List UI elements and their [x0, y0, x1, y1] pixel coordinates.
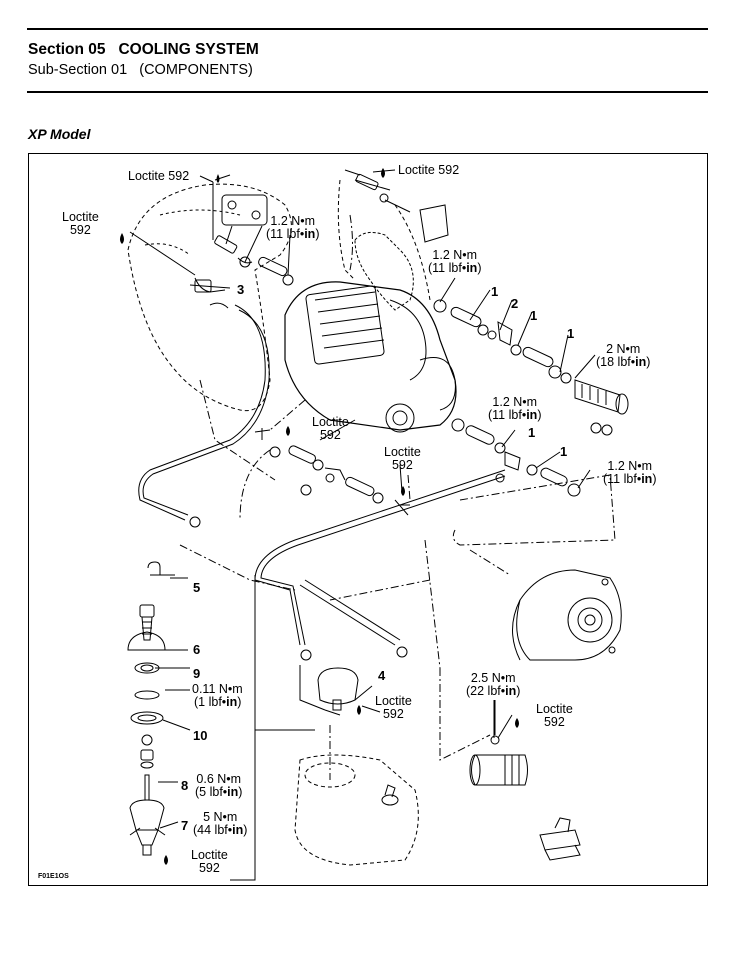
outlet-cylinder — [471, 754, 528, 786]
loctite-drop-icon — [401, 486, 405, 496]
loctite-drop-icon — [286, 426, 290, 436]
torque-label-g: 2.5 N•m(22 lbf•in) — [466, 671, 521, 698]
torque-label-a: 1.2 N•m(11 lbf•in) — [266, 214, 320, 241]
torque-label-d: 1.2 N•m(11 lbf•in) — [488, 395, 542, 422]
loctite-drop-icon — [120, 233, 124, 244]
loctite-drop-icon — [515, 718, 519, 728]
torque-label-i: 5 N•m(44 lbf•in) — [193, 810, 248, 837]
torque-label-h: 0.6 N•m(5 lbf•in) — [195, 772, 243, 799]
loctite-drop-icon — [357, 705, 361, 715]
loctite-top-center-label: Loctite 592 — [398, 163, 460, 177]
callout-3: 3 — [237, 282, 245, 297]
callout-7: 7 — [181, 818, 189, 833]
engine-block — [284, 281, 457, 431]
callout-9: 9 — [193, 666, 201, 681]
callout-10: 10 — [193, 728, 208, 743]
torque-label-c: 2 N•m(18 lbf•in) — [596, 342, 651, 369]
item-6-cap — [127, 631, 166, 651]
callout-1: 1 — [528, 425, 536, 440]
hose-center — [254, 469, 506, 646]
model-heading: XP Model — [28, 126, 91, 142]
callout-8: 8 — [181, 778, 189, 793]
callout-1: 1 — [491, 284, 499, 299]
jet-pump — [516, 569, 622, 661]
item-8-body — [129, 799, 165, 831]
callout-1: 1 — [567, 326, 575, 341]
subsection-title: Sub-Section 01 (COMPONENTS) — [28, 62, 253, 78]
muffler — [294, 754, 419, 866]
loctite-drop-icon — [164, 855, 168, 865]
figure-frame — [28, 153, 708, 886]
figure-code: F01E1OS — [38, 873, 69, 880]
callout-6: 6 — [193, 642, 201, 657]
loctite-drop-icons — [120, 168, 519, 865]
callout-4: 4 — [378, 668, 386, 683]
torque-label-e: 1.2 N•m(11 lbf•in) — [603, 459, 657, 486]
hose-left — [138, 304, 266, 521]
torque-label-f: 0.11 N•m(1 lbf•in) — [192, 682, 243, 709]
callout-5: 5 — [193, 580, 201, 595]
callout-1: 1 — [560, 444, 568, 459]
tuned-pipe-top — [354, 231, 414, 311]
loctite-drop-icon — [381, 168, 385, 178]
loctite-top-left-label: Loctite 592 — [128, 169, 190, 183]
header-bottom-rule — [27, 91, 708, 93]
header-top-rule — [27, 28, 708, 30]
callout-1: 1 — [530, 308, 538, 323]
loctite-drop-icon — [216, 174, 220, 183]
callout-2: 2 — [511, 296, 519, 311]
section-title: Section 05 COOLING SYSTEM — [28, 41, 259, 58]
exhaust-manifold — [127, 183, 292, 412]
torque-label-b: 1.2 N•m(11 lbf•in) — [428, 248, 482, 275]
item-4-valve — [317, 667, 359, 705]
